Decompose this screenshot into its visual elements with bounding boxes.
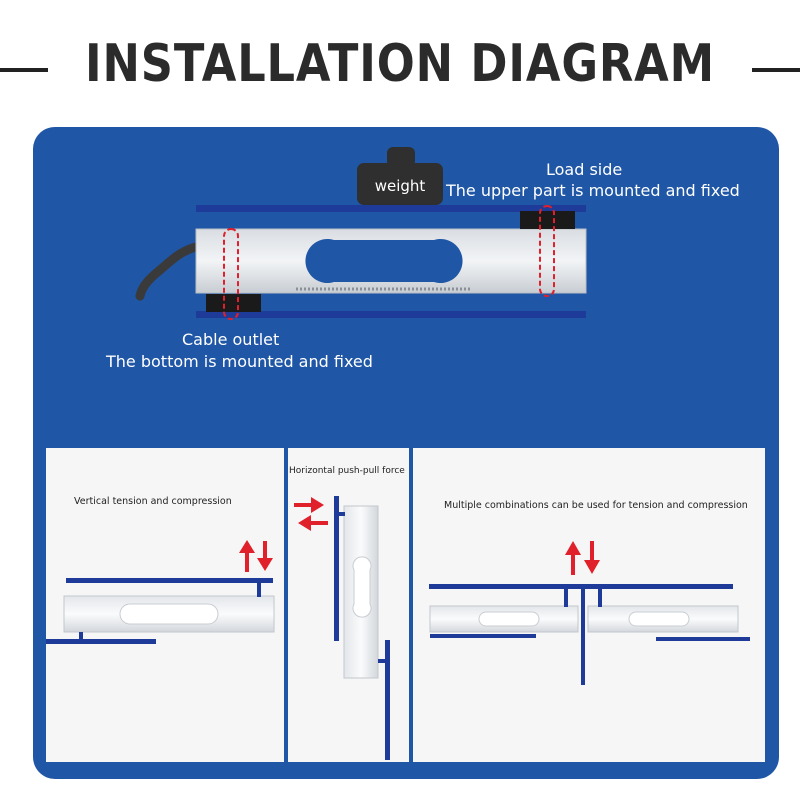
combination-setup [429,541,750,685]
cable-icon [135,241,205,301]
v-up-arrow-icon [239,540,255,572]
load-side-desc: The upper part is mounted and fixed [446,181,740,200]
cable-side-highlight [223,228,239,320]
load-side-title: Load side [546,160,623,179]
weight-block [357,163,443,205]
h-right-arrow-icon [294,497,324,513]
title-row: INSTALLATION DIAGRAM [0,28,800,100]
cable-outlet-title: Cable outlet [182,330,280,349]
v-down-arrow-icon [257,541,273,571]
card-horizontal-caption: Horizontal push-pull force [289,466,405,476]
h-right-post [378,659,386,663]
v-left-post [79,632,83,641]
c-up-arrow-icon [565,541,581,575]
bottom-mount-block [206,294,261,312]
card-combinations [413,448,765,762]
weight-label: weight [374,177,426,195]
c-stem [581,589,585,685]
page-title: INSTALLATION DIAGRAM [84,34,716,94]
c-down-arrow-icon [584,541,600,574]
c-right-post [598,589,602,607]
top-mount-block [520,211,575,229]
load-side-highlight [539,205,555,297]
horizontal-setup [294,496,390,760]
weight-handle [387,147,415,167]
v-bottom-bar [46,639,156,644]
c-right-bottom-bar [656,637,750,641]
h-right-bar [385,640,390,760]
h-left-post [339,512,345,516]
card-vertical-caption: Vertical tension and compression [74,496,232,507]
c-left-bottom-bar [430,634,536,638]
title-left-rule [0,68,48,72]
h-left-bar [334,496,339,641]
c-left-post [564,589,568,607]
upper-mount-bar [196,205,586,212]
card-combinations-caption: Multiple combinations can be used for te… [444,500,748,511]
lower-mount-bar [196,311,586,318]
v-top-bar [66,578,273,583]
cable-outlet-desc: The bottom is mounted and fixed [106,352,373,371]
h-left-arrow-icon [298,515,328,531]
title-right-rule [752,68,800,72]
c-top-bar [429,584,733,589]
v-right-post [257,583,261,597]
vertical-setup [46,540,275,644]
